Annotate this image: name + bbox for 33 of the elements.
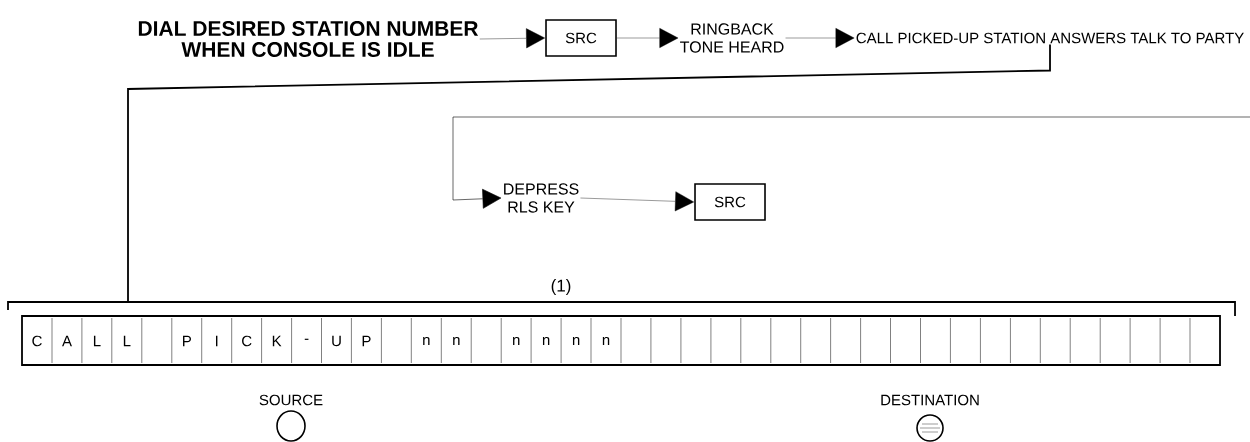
display-character: P xyxy=(183,335,191,347)
flow-arrow xyxy=(479,28,545,49)
display-character: - xyxy=(304,338,309,340)
step-text: DIAL DESIRED STATION NUMBER WHEN CONSOLE IS IDLE xyxy=(138,21,479,57)
display-character: n xyxy=(453,337,460,346)
connector-line xyxy=(127,43,1051,303)
display-character: P xyxy=(362,335,371,347)
indicator-label: SOURCE xyxy=(259,394,323,406)
display-character: A xyxy=(62,335,72,347)
display-character: L xyxy=(93,335,101,347)
key-box: SRC xyxy=(545,19,617,57)
flow-arrow xyxy=(616,28,679,48)
display-character: K xyxy=(272,335,282,347)
display-character: n xyxy=(542,337,550,346)
key-box: SRC xyxy=(694,183,766,221)
bracket-label: (1) xyxy=(551,279,571,295)
step-text: CALL PICKED-UP STATION ANSWERS TALK TO PARTY xyxy=(856,32,1244,44)
display-drawing xyxy=(7,301,1236,366)
display-character: n xyxy=(572,337,580,346)
display-character: C xyxy=(32,335,42,347)
flow-arrow xyxy=(785,28,855,48)
display-character: n xyxy=(423,337,430,346)
display-character: U xyxy=(332,335,341,347)
display-character: C xyxy=(242,335,252,347)
flow-arrow xyxy=(580,191,694,212)
flow-arrow xyxy=(452,116,1250,209)
step-text: RINGBACK TONE HEARD xyxy=(680,23,784,53)
display-character: n xyxy=(513,337,520,346)
display-character: n xyxy=(602,337,610,346)
display-character: I xyxy=(216,335,218,347)
step-text: DEPRESS RLS KEY xyxy=(504,183,579,213)
display-character: L xyxy=(123,335,131,347)
indicator-label: DESTINATION xyxy=(881,394,979,406)
